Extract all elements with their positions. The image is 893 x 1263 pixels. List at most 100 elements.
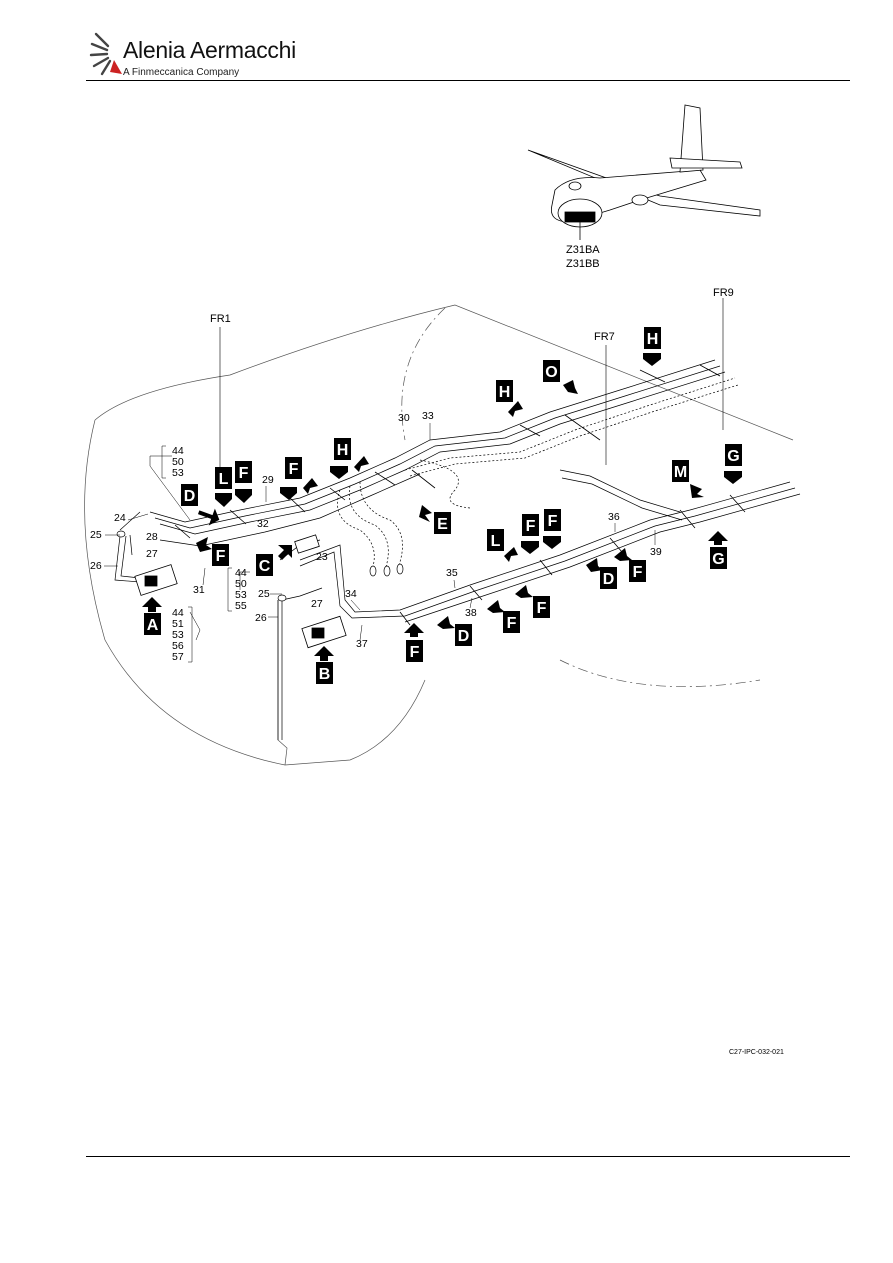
- group3-item-2: 53: [235, 589, 247, 601]
- logo-icon: [89, 32, 122, 76]
- svg-text:D: D: [603, 571, 615, 588]
- view-marker-a: A: [142, 597, 162, 635]
- view-marker-f-3: F: [280, 457, 318, 500]
- callout-26b: 26: [255, 612, 267, 624]
- view-marker-l-2: L: [487, 529, 518, 562]
- group2-item-2: 53: [172, 629, 184, 641]
- view-marker-g-1: G: [724, 444, 742, 484]
- group1-item-1: 50: [172, 456, 184, 468]
- view-marker-b: B: [314, 646, 334, 684]
- fuselage-outline: [84, 304, 794, 766]
- view-marker-f-7: F: [404, 623, 424, 662]
- group3-item-3: 55: [235, 600, 247, 612]
- view-marker-d-2: D: [586, 558, 617, 589]
- svg-text:G: G: [712, 551, 724, 568]
- callout-34: 34: [345, 588, 357, 600]
- callout-24: 24: [114, 512, 126, 524]
- group2-item-1: 51: [172, 618, 184, 630]
- svg-text:L: L: [219, 471, 229, 488]
- svg-text:H: H: [647, 331, 659, 348]
- svg-text:F: F: [507, 615, 517, 632]
- view-marker-f-6: F: [614, 548, 646, 582]
- callout-29: 29: [262, 474, 274, 486]
- svg-text:A: A: [147, 617, 159, 634]
- svg-text:F: F: [289, 461, 299, 478]
- view-marker-h-1: H: [330, 438, 369, 479]
- view-markers: A B C D L F: [142, 327, 742, 684]
- svg-text:H: H: [499, 384, 511, 401]
- svg-text:F: F: [633, 564, 643, 581]
- svg-text:D: D: [184, 488, 196, 505]
- svg-text:H: H: [337, 442, 349, 459]
- callout-26a: 26: [90, 560, 102, 572]
- view-marker-g-2: G: [708, 531, 728, 569]
- svg-text:G: G: [727, 448, 739, 465]
- view-marker-f-2: F: [196, 537, 229, 566]
- footer-rule: [86, 1156, 850, 1157]
- callout-30: 30: [398, 412, 410, 424]
- callout-25a: 25: [90, 529, 102, 541]
- callout-33: 33: [422, 410, 434, 422]
- view-marker-o: O: [543, 360, 578, 394]
- figure-reference: C27-IPC-032-021: [729, 1049, 784, 1056]
- frame-fr7: FR7: [594, 331, 615, 343]
- svg-text:F: F: [216, 548, 226, 565]
- view-marker-l-1: L: [215, 467, 232, 507]
- view-marker-d-3: D: [437, 616, 472, 646]
- group3-item-1: 50: [235, 578, 247, 590]
- view-marker-f-8: F: [487, 600, 520, 633]
- view-marker-d-1: D: [181, 484, 220, 526]
- view-marker-c: C: [256, 545, 292, 576]
- view-marker-f-5: F: [543, 509, 561, 549]
- view-marker-e: E: [419, 505, 451, 534]
- view-marker-h-2: H: [496, 380, 523, 417]
- group1-item-2: 53: [172, 467, 184, 479]
- zone-label-b: Z31BB: [566, 258, 600, 270]
- group2-item-4: 57: [172, 651, 184, 663]
- svg-text:F: F: [537, 600, 547, 617]
- svg-text:F: F: [410, 644, 420, 661]
- svg-text:L: L: [491, 533, 501, 550]
- view-marker-f-1: F: [235, 461, 252, 503]
- connectors: [116, 530, 404, 602]
- brand-name: Alenia Aermacchi: [123, 37, 296, 63]
- view-marker-m: M: [672, 460, 704, 498]
- svg-text:M: M: [674, 464, 687, 481]
- callout-37: 37: [356, 638, 368, 650]
- frame-fr1: FR1: [210, 313, 231, 325]
- header-rule: [86, 80, 850, 81]
- svg-text:F: F: [526, 518, 536, 535]
- callout-39: 39: [650, 546, 662, 558]
- component-b: [301, 615, 347, 649]
- callout-27b: 27: [311, 598, 323, 610]
- view-marker-f-9: F: [515, 585, 550, 618]
- svg-text:B: B: [319, 666, 331, 683]
- view-marker-f-4: F: [521, 514, 539, 554]
- svg-text:E: E: [437, 516, 448, 533]
- svg-text:O: O: [545, 364, 557, 381]
- group2-item-3: 56: [172, 640, 184, 652]
- group3-item-0: 44: [235, 567, 247, 579]
- svg-text:C: C: [259, 558, 271, 575]
- callout-28: 28: [146, 531, 158, 543]
- callout-25b: 25: [258, 588, 270, 600]
- component-a: [134, 564, 178, 596]
- callout-32: 32: [257, 518, 269, 530]
- zone-label-a: Z31BA: [566, 244, 600, 256]
- callout-31: 31: [193, 584, 205, 596]
- svg-text:F: F: [239, 465, 249, 482]
- brand-tagline: A Finmeccanica Company: [123, 67, 240, 78]
- svg-text:F: F: [548, 513, 558, 530]
- component-c: [294, 534, 320, 554]
- callout-35: 35: [446, 567, 458, 579]
- view-marker-h-3: H: [643, 327, 661, 366]
- callout-36: 36: [608, 511, 620, 523]
- tubing: [114, 359, 801, 740]
- aircraft-inset: [527, 104, 761, 240]
- callout-38: 38: [465, 607, 477, 619]
- svg-text:D: D: [458, 628, 470, 645]
- frame-fr9: FR9: [713, 287, 734, 299]
- group2-item-0: 44: [172, 607, 184, 619]
- group1-item-0: 44: [172, 445, 184, 457]
